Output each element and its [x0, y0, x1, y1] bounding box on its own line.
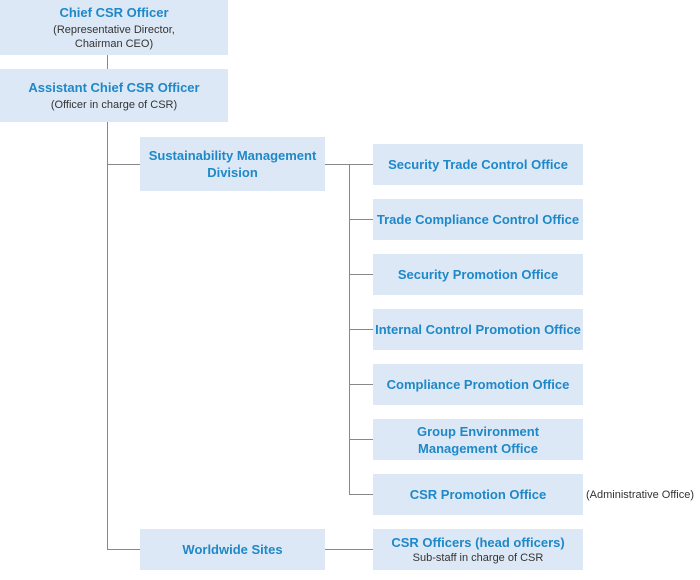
connector-office-branch: [349, 494, 373, 495]
office-box: Group Environment Management Office: [373, 419, 583, 460]
division-title: Division: [207, 165, 258, 180]
office-title: Security Promotion Office: [397, 267, 559, 282]
connector-chief-assistant: [107, 55, 108, 69]
office-title: Compliance Promotion Office: [386, 377, 570, 392]
office-title: Group Environment: [416, 423, 540, 439]
csr-officers-title: CSR Officers (head officers): [391, 535, 565, 550]
office-box: Trade Compliance Control Office: [373, 199, 583, 240]
office-box: Security Trade Control Office: [373, 144, 583, 185]
chief-csr-officer-box: Chief CSR Officer (Representative Direct…: [0, 0, 228, 55]
office-title: CSR Promotion Office: [409, 487, 547, 502]
worldwide-sites-title: Worldwide Sites: [182, 542, 283, 557]
office-title: Trade Compliance Control Office: [376, 212, 580, 227]
connector-worldwide-officers: [325, 549, 373, 550]
office-title: Security Trade Control Office: [388, 157, 568, 172]
office-box: Internal Control Promotion Office: [373, 309, 583, 350]
connector-office-branch: [349, 384, 373, 385]
assistant-chief-csr-officer-title: Assistant Chief CSR Officer: [28, 80, 200, 95]
connector-office-branch: [349, 329, 373, 330]
administrative-office-note: (Administrative Office): [586, 489, 694, 501]
connector-office-branch: [349, 439, 373, 440]
division-title: Sustainability Management: [148, 148, 317, 163]
office-title: Management Office: [418, 440, 538, 456]
assistant-chief-csr-officer-role: (Officer in charge of CSR): [50, 99, 178, 111]
chief-csr-officer-title: Chief CSR Officer: [59, 5, 169, 20]
assistant-chief-csr-officer-box: Assistant Chief CSR Officer (Officer in …: [0, 69, 228, 122]
office-box: Security Promotion Office: [373, 254, 583, 295]
chief-csr-officer-role: (Representative Director,: [53, 24, 175, 36]
sustainability-management-division-box: Sustainability Management Division: [140, 137, 325, 191]
csr-officers-sub: Sub-staff in charge of CSR: [412, 552, 544, 564]
chief-csr-officer-role: Chairman CEO): [74, 38, 154, 50]
connector-trunk-division: [107, 164, 140, 165]
connector-trunk-worldwide: [107, 549, 140, 550]
office-box: Compliance Promotion Office: [373, 364, 583, 405]
office-box: CSR Promotion Office: [373, 474, 583, 515]
office-title: Internal Control Promotion Office: [375, 322, 581, 337]
worldwide-sites-box: Worldwide Sites: [140, 529, 325, 570]
connector-office-branch: [349, 219, 373, 220]
csr-officers-box: CSR Officers (head officers) Sub-staff i…: [373, 529, 583, 570]
connector-office-branch: [349, 274, 373, 275]
connector-main-trunk: [107, 122, 108, 550]
